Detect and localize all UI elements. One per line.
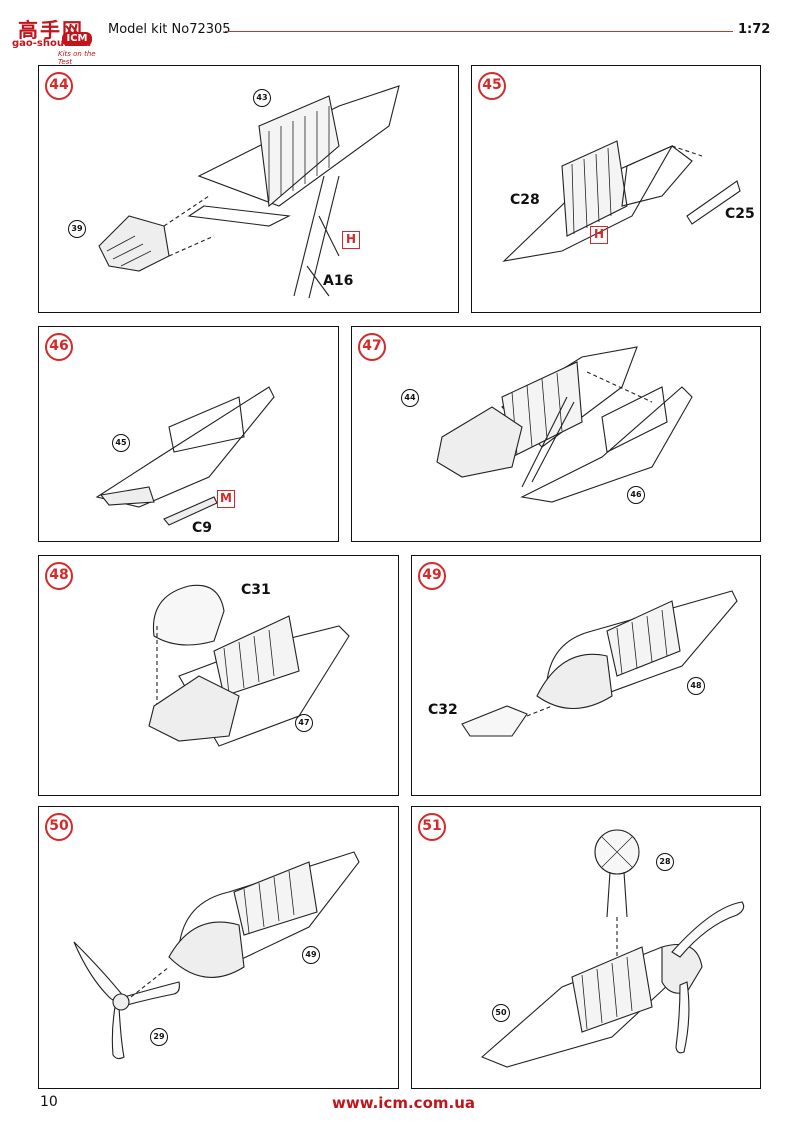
step-44-badge: 44: [45, 72, 73, 100]
tag-M: M: [217, 490, 235, 508]
step-45-badge: 45: [478, 72, 506, 100]
step-46-badge: 46: [45, 333, 73, 361]
ref-50: 50: [492, 1004, 510, 1022]
part-C31: C31: [241, 582, 271, 598]
step-51-drawing: [480, 829, 745, 1068]
step-50-drawing: [73, 851, 360, 1060]
ref-43: 43: [253, 89, 271, 107]
panel-step-45: 45 C28 C25 H: [471, 65, 761, 313]
step-48-badge: 48: [45, 562, 73, 590]
logo-site-text: gao-shou.com: [12, 38, 92, 49]
step-45-drawing: [502, 140, 741, 262]
ref-28: 28: [656, 853, 674, 871]
ref-47: 47: [295, 714, 313, 732]
ref-49: 49: [302, 946, 320, 964]
ref-46: 46: [627, 486, 645, 504]
ref-29: 29: [150, 1028, 168, 1046]
page-number: 10: [40, 1094, 58, 1110]
ref-45: 45: [112, 434, 130, 452]
panel-step-48: 48 C31 47: [38, 555, 399, 796]
part-C28: C28: [510, 192, 540, 208]
ref-48: 48: [687, 677, 705, 695]
header-scale: 1:72: [738, 22, 771, 37]
header-rule: [225, 31, 733, 32]
footer-url-link[interactable]: www.icm.com.ua: [332, 1094, 475, 1112]
part-C25: C25: [725, 206, 755, 222]
ref-39: 39: [68, 220, 86, 238]
panel-step-50: 50 49 29: [38, 806, 399, 1089]
ref-44: 44: [401, 389, 419, 407]
logo-icm-badge: ICM: [62, 32, 92, 46]
step-47-badge: 47: [358, 333, 386, 361]
logo-tagline: Kits on the Test: [58, 50, 96, 66]
tag-H: H: [342, 231, 360, 249]
step-46-drawing: [95, 386, 275, 526]
panel-step-46: 46 45 C9 M: [38, 326, 339, 542]
step-48-drawing: [148, 584, 350, 747]
part-C32: C32: [428, 702, 458, 718]
part-A16: A16: [323, 273, 354, 289]
step-49-badge: 49: [418, 562, 446, 590]
panel-step-44: 44 43 39 A16 H: [38, 65, 459, 313]
panel-step-51: 51 28 50: [411, 806, 761, 1089]
icm-logo: 高手网 gao-shou.com ICM Kits on the Test: [8, 8, 98, 66]
panel-step-47: 47 44 46: [351, 326, 761, 542]
panel-step-49: 49 48 C32: [411, 555, 761, 796]
step-49-drawing: [461, 590, 738, 737]
step-50-badge: 50: [45, 813, 73, 841]
part-C9: C9: [192, 520, 213, 536]
header-title: Model kit No72305: [108, 22, 231, 37]
step-47-drawing: [436, 346, 693, 503]
tag-H: H: [590, 226, 608, 244]
step-44-drawing: [98, 85, 400, 299]
step-51-badge: 51: [418, 813, 446, 841]
